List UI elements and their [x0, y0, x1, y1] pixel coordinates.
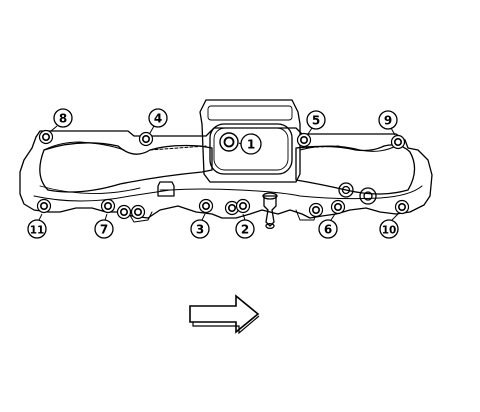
- callout-label-5: 5: [312, 114, 320, 128]
- callout-10: 10: [379, 219, 399, 239]
- callout-label-4: 4: [154, 112, 162, 126]
- callout-11: 11: [27, 219, 47, 239]
- leader-line-11: [38, 213, 43, 221]
- direction-arrow-icon: [189, 294, 260, 334]
- callout-label-2: 2: [241, 223, 249, 237]
- bolt-4: [138, 131, 154, 147]
- sensor-boss: [157, 181, 175, 197]
- stud-1: [116, 204, 132, 220]
- bolt-11: [36, 198, 52, 214]
- manifold-runner-right: [295, 144, 416, 195]
- callout-8: 8: [53, 108, 73, 128]
- leader-line-10: [391, 213, 399, 221]
- callout-label-9: 9: [384, 114, 392, 128]
- leader-line-3: [201, 213, 206, 221]
- bolt-7: [100, 198, 116, 214]
- stud-3: [308, 202, 324, 218]
- callout-9: 9: [378, 110, 398, 130]
- boss-small-2: [359, 187, 377, 205]
- callout-label-10: 10: [382, 225, 397, 237]
- leader-line-7: [104, 213, 108, 221]
- callout-2: 2: [235, 219, 255, 239]
- callout-1: 1: [240, 133, 262, 155]
- outlet-port: [209, 123, 293, 175]
- bolt-6: [330, 199, 346, 215]
- bolt-10: [394, 199, 410, 215]
- manifold-runner-body: [39, 142, 213, 193]
- bolt-8: [38, 129, 54, 145]
- callout-6: 6: [318, 219, 338, 239]
- callout-label-1: 1: [247, 138, 255, 152]
- callout-label-6: 6: [324, 223, 332, 237]
- leader-line-8: [50, 125, 58, 132]
- stud-2: [130, 204, 146, 220]
- callout-label-7: 7: [100, 223, 108, 237]
- callout-3: 3: [190, 219, 210, 239]
- bolt-2: [235, 198, 251, 214]
- leader-line-2: [242, 213, 246, 221]
- bolt-5: [296, 132, 312, 148]
- leader-line-9: [390, 127, 396, 136]
- callout-label-11: 11: [30, 225, 45, 237]
- leader-line-5: [307, 127, 313, 135]
- callout-label-8: 8: [59, 112, 67, 126]
- callout-4: 4: [148, 108, 168, 128]
- outlet-flange: [199, 99, 301, 183]
- boss-small-1: [338, 182, 354, 198]
- leader-line-6: [330, 213, 336, 221]
- callout-5: 5: [306, 110, 326, 130]
- callout-label-3: 3: [196, 223, 204, 237]
- bolt-1: [219, 132, 239, 152]
- bolt-9: [390, 134, 406, 150]
- callout-7: 7: [94, 219, 114, 239]
- leader-line-4: [149, 125, 155, 134]
- leader-line-1: [238, 142, 242, 145]
- bolt-3: [198, 198, 214, 214]
